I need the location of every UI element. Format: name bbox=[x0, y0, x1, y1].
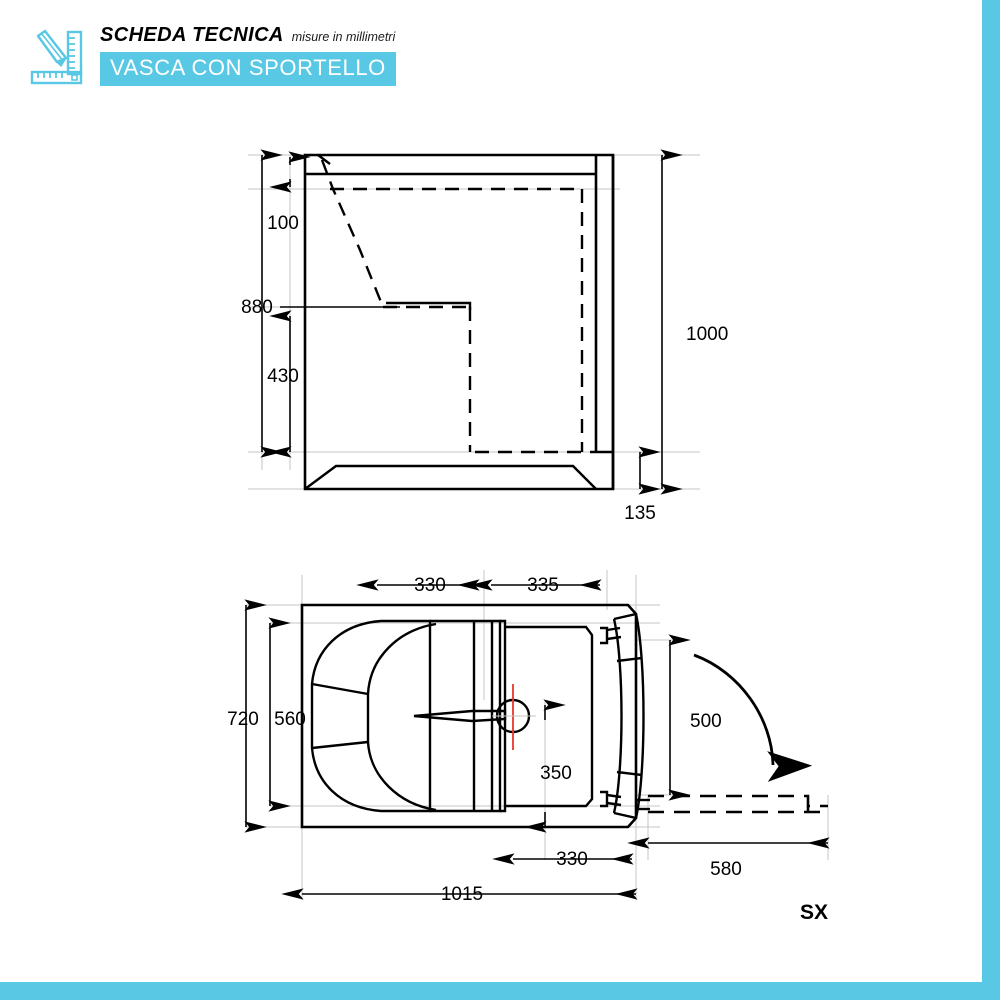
dimension-label: 1000 bbox=[686, 324, 728, 345]
side-view-base-plinth bbox=[304, 464, 597, 490]
plan-view-group: 330 335 720 560 500 bbox=[227, 570, 830, 924]
dimension-label: 135 bbox=[624, 503, 656, 524]
side-view-top-chamfer bbox=[317, 154, 331, 165]
dimension-plan-580: 580 bbox=[627, 837, 830, 880]
dimension-label: 330 bbox=[556, 849, 588, 870]
side-view-hidden-lines bbox=[320, 159, 596, 454]
drain-marker bbox=[492, 684, 536, 750]
dimension-135: 135 bbox=[624, 446, 661, 524]
dimension-plan-350: 350 bbox=[524, 699, 572, 833]
side-view-extension-lines bbox=[248, 154, 700, 490]
plan-view-door-panel bbox=[600, 612, 645, 820]
frame-border-right bbox=[982, 0, 1000, 1000]
header: SCHEDA TECNICA misure in millimetri VASC… bbox=[28, 24, 396, 86]
door-swing-arc bbox=[693, 653, 813, 782]
frame-inner-gap bbox=[979, 0, 982, 982]
dimension-plan-330-top: 330 bbox=[356, 575, 480, 596]
dimension-label: 580 bbox=[710, 859, 742, 880]
hand-orientation-label: SX bbox=[800, 901, 828, 924]
plan-view-base-outline bbox=[300, 603, 638, 829]
pencil-ruler-icon bbox=[30, 29, 83, 85]
dimension-plan-1015: 1015 bbox=[281, 884, 638, 905]
dimension-plan-720: 720 bbox=[227, 599, 267, 833]
plan-view-extension-lines bbox=[246, 570, 829, 900]
header-text: SCHEDA TECNICA misure in millimetri VASC… bbox=[100, 24, 396, 86]
dimension-plan-330-bottom: 330 bbox=[492, 849, 634, 870]
dimension-label: 430 bbox=[267, 366, 299, 387]
side-view-group: 100 880 430 1000 bbox=[241, 149, 728, 524]
side-view-seat-edge bbox=[386, 301, 472, 310]
plan-view-door-open-footprint bbox=[648, 794, 828, 814]
dimension-label: 560 bbox=[274, 709, 306, 730]
dimension-label: 100 bbox=[267, 213, 299, 234]
dimension-label: 350 bbox=[540, 763, 572, 784]
dimension-label: 720 bbox=[227, 709, 259, 730]
dimension-label: 500 bbox=[690, 711, 722, 732]
title-row: SCHEDA TECNICA misure in millimetri bbox=[100, 24, 396, 47]
dimension-plan-560: 560 bbox=[268, 617, 306, 812]
dimension-label: 1015 bbox=[441, 884, 483, 905]
plan-view-door-hinge-link bbox=[636, 798, 650, 811]
dimension-label: 880 bbox=[241, 297, 273, 318]
dimension-plan-335-top: 335 bbox=[470, 575, 602, 596]
dimension-label: 335 bbox=[527, 575, 559, 596]
frame-border-bottom bbox=[0, 982, 1000, 1000]
side-view-outline bbox=[303, 153, 615, 491]
dimension-880: 880 bbox=[241, 297, 400, 318]
dimension-plan-500: 500 bbox=[668, 634, 722, 801]
dimension-1000: 1000 bbox=[660, 149, 728, 495]
dimension-label: 330 bbox=[414, 575, 446, 596]
page-title: SCHEDA TECNICA bbox=[100, 24, 284, 46]
product-title-banner: VASCA CON SPORTELLO bbox=[100, 52, 396, 86]
units-subtitle: misure in millimetri bbox=[291, 30, 396, 44]
dimension-100: 100 bbox=[267, 151, 311, 234]
dimension-430: 430 bbox=[267, 310, 299, 458]
